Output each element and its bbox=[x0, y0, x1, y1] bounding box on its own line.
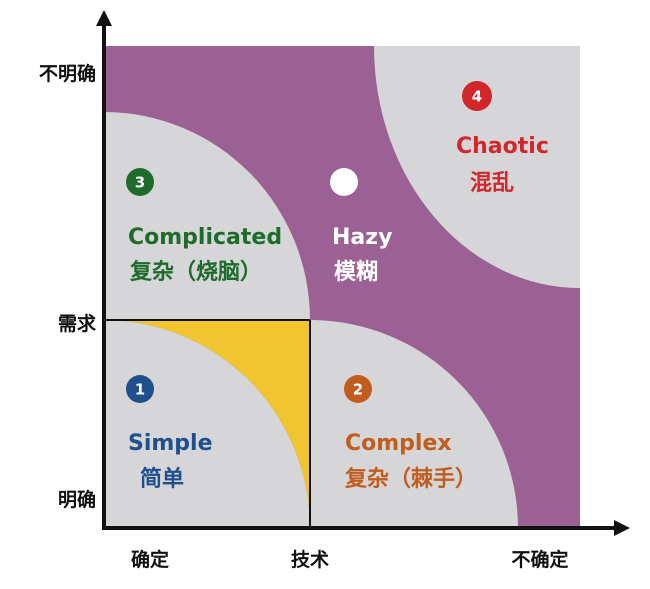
chaotic-number-badge bbox=[462, 81, 492, 111]
hazy-number: 5 bbox=[339, 174, 349, 192]
x-axis-label-middle: 技术 bbox=[291, 548, 329, 571]
complicated-number: 3 bbox=[135, 174, 145, 192]
hazy-title: Hazy bbox=[332, 225, 392, 250]
simple-region bbox=[104, 320, 310, 528]
hazy-number-badge bbox=[330, 168, 358, 196]
chaotic-title: Chaotic bbox=[456, 134, 549, 159]
x-axis-label-left: 确定 bbox=[131, 548, 169, 571]
x-axis-label-right: 不确定 bbox=[511, 548, 568, 571]
simple-subtitle: 简单 bbox=[140, 466, 184, 492]
complex-number: 2 bbox=[353, 381, 363, 399]
y-axis-label-top: 不明确 bbox=[39, 62, 96, 85]
complex-number-badge bbox=[344, 375, 372, 403]
transition-wedge bbox=[104, 320, 310, 528]
chaotic-subtitle: 混乱 bbox=[470, 171, 514, 196]
chaotic-number: 4 bbox=[472, 88, 482, 106]
complicated-subtitle: 复杂（烧脑） bbox=[129, 259, 262, 285]
complex-title: Complex bbox=[345, 431, 452, 456]
y-axis-arrow bbox=[96, 10, 112, 26]
complex-region bbox=[310, 320, 518, 528]
complicated-title: Complicated bbox=[128, 225, 282, 250]
y-axis-label-middle: 需求 bbox=[58, 312, 97, 335]
complex-subtitle: 复杂（棘手） bbox=[344, 466, 477, 492]
simple-number-badge bbox=[126, 375, 154, 403]
x-axis-arrow bbox=[614, 520, 630, 536]
complicated-number-badge bbox=[126, 168, 154, 196]
simple-title: Simple bbox=[128, 431, 213, 456]
hazy-subtitle: 模糊 bbox=[334, 259, 378, 285]
chaotic-region bbox=[374, 46, 580, 288]
y-axis-label-bottom: 明确 bbox=[58, 488, 96, 511]
simple-number: 1 bbox=[135, 381, 145, 399]
complicated-region bbox=[104, 112, 310, 320]
